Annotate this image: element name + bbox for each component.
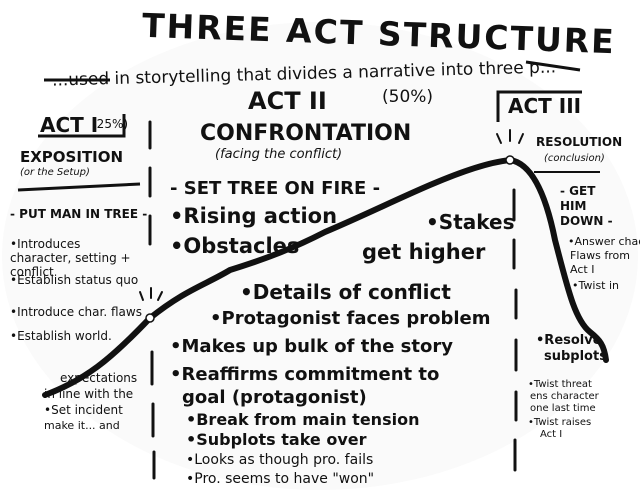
act1-point-4: •Establish world. [10,329,112,343]
act2-reaffirms-goal: goal (protagonist) [182,387,367,408]
act1-stage-note: (or the Setup) [20,167,90,178]
act3-twist-3: one last time [530,403,596,414]
act1-stage: EXPOSITION [20,148,124,166]
act2-stage: CONFRONTATION [200,121,412,146]
act2-heading: ACT II [248,87,327,115]
act1-exposition-rule [17,182,141,192]
act1-point-3: •Introduce char. flaws [10,305,142,319]
title-stroke-right [525,60,581,72]
act-divider-right [512,188,518,472]
act2-subplots: •Subplots take over [186,430,367,449]
act3-stage: RESOLUTION [536,135,623,149]
act-divider-left [148,120,156,480]
act3-stage-note: (conclusion) [544,153,605,164]
act2-looks-fails: •Looks as though pro. fails [186,452,374,468]
act3-twist-2: ens character [530,391,599,402]
act3-point-1: •Answer chac [568,235,640,248]
act3-twist-5: Act I [540,429,563,440]
act2-reaffirms: •Reaffirms commitment to [170,364,440,385]
act1-heading: ACT I [40,113,99,137]
act3-twist-1: •Twist threat [528,379,592,390]
act3-resolve: •Resolve [536,333,602,348]
act3-twist-4: •Twist raises [528,417,592,428]
act1-lower-3: •Set incident [44,403,123,417]
act1-example: - PUT MAN IN TREE - [10,207,148,221]
act2-seems-won: •Pro. seems to have "won" [186,471,375,487]
act1-lower-4: make it... and [44,419,120,432]
act2-protagonist-faces: •Protagonist faces problem [210,308,491,329]
act2-obstacles: •Obstacles [170,234,300,258]
act3-example: - GET HIM DOWN - [560,184,613,228]
act3-heading: ACT III [508,94,582,118]
act1-lower-2: in line with the [44,387,134,401]
act1-percent: (25%) [92,117,129,131]
act2-stage-note: (facing the conflict) [215,147,343,162]
act3-point-2: Flaws from [570,249,630,262]
act3-point-3: Act I [570,263,595,276]
act2-stakes: •Stakes [426,210,515,234]
act2-example: - SET TREE ON FIRE - [170,178,381,199]
act3-header-bracket [496,90,582,122]
act1-point-2: •Establish status quo [10,273,139,287]
plot-point-dot [145,313,155,323]
act2-percent: (50%) [382,87,434,107]
act2-stakes-higher: get higher [362,240,486,264]
act1-point-1: •Introduces character, setting + conflic… [10,237,131,279]
act3-resolve-subplots: subplots [544,349,607,364]
sparkle-marks [139,129,524,301]
paper-background [2,22,638,490]
act2-bulk: •Makes up bulk of the story [170,336,453,357]
act2-details: •Details of conflict [240,280,451,304]
act2-break: •Break from main tension [186,410,420,429]
act1-lower-1: expectations [60,371,138,385]
plot-point-dot [505,155,515,165]
act2-rising-action: •Rising action [170,204,338,228]
act1-header-bracket [38,114,126,138]
story-arc-curve [42,156,609,398]
act3-point-4: •Twist in [572,279,620,292]
